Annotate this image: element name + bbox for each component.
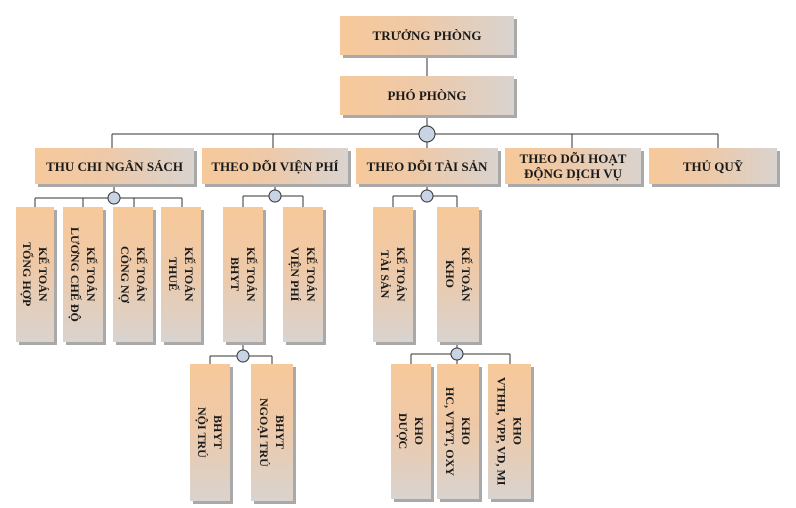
- junction-node: [420, 189, 434, 203]
- kho-vthh-vpp-vd-mi-label: KHO VTHH, VPP, VD, MI: [494, 377, 525, 486]
- junction-node: [450, 347, 464, 361]
- kho-hc-vtyt-oxy-label: KHO HC, VTYT, OXY: [443, 387, 473, 476]
- kho-duoc-box: KHO DƯỢC: [391, 364, 431, 499]
- thu-chi-ngan-sach-label: THU CHI NGÂN SÁCH: [46, 158, 183, 174]
- ke-toan-kho-box: KẾ TOÁN KHO: [437, 207, 479, 342]
- truong-phong-box: TRƯỞNG PHÒNG: [340, 16, 514, 55]
- ke-toan-luong-che-do-label: KẾ TOÁN LƯƠNG CHẾ ĐỘ: [68, 227, 98, 322]
- theo-doi-vien-phi-box: THEO DÕI VIỆN PHÍ: [202, 148, 348, 184]
- truong-phong-label: TRƯỞNG PHÒNG: [372, 28, 482, 43]
- junction-node: [418, 125, 436, 143]
- ke-toan-bhyt-label: KẾ TOÁN BHYT: [228, 247, 258, 302]
- thu-quy-label: THỦ QUỸ: [682, 158, 744, 174]
- bhyt-ngoai-tru-label: BHYT NGOẠI TRÚ: [257, 398, 287, 467]
- pho-phong-box: PHÓ PHÒNG: [340, 76, 514, 115]
- ke-toan-thue-box: KẾ TOÁN THUẾ: [161, 207, 201, 342]
- theo-doi-tai-san-box: THEO DÕI TÀI SẢN: [356, 148, 498, 184]
- ke-toan-thue-label: KẾ TOÁN THUẾ: [166, 247, 196, 302]
- pho-phong-label: PHÓ PHÒNG: [387, 88, 467, 103]
- kho-duoc-label: KHO DƯỢC: [396, 413, 426, 450]
- kho-hc-vtyt-oxy-box: KHO HC, VTYT, OXY: [437, 364, 479, 499]
- ke-toan-vien-phi-box: KẾ TOÁN VIỆN PHÍ: [283, 207, 323, 342]
- junction-node: [268, 189, 282, 203]
- ke-toan-tong-hop-label: KẾ TOÁN TỔNG HỢP: [20, 242, 50, 307]
- ke-toan-vien-phi-label: KẾ TOÁN VIỆN PHÍ: [288, 247, 318, 302]
- ke-toan-tai-san-label: KẾ TOÁN TÀI SẢN: [378, 247, 408, 302]
- theo-doi-tai-san-label: THEO DÕI TÀI SẢN: [366, 158, 488, 174]
- theo-doi-hoat-dong-dich-vu-box: THEO DÕI HOẠT ĐỘNG DỊCH VỤ: [505, 148, 641, 184]
- ke-toan-cong-no-box: KẾ TOÁN CÔNG NỢ: [113, 207, 153, 342]
- ke-toan-cong-no-label: KẾ TOÁN CÔNG NỢ: [118, 246, 148, 303]
- ke-toan-tong-hop-box: KẾ TOÁN TỔNG HỢP: [16, 207, 54, 342]
- ke-toan-bhyt-box: KẾ TOÁN BHYT: [223, 207, 263, 342]
- junction-node: [107, 191, 121, 205]
- bhyt-ngoai-tru-box: BHYT NGOẠI TRÚ: [251, 364, 293, 501]
- kho-vthh-vpp-vd-mi-box: KHO VTHH, VPP, VD, MI: [488, 364, 531, 499]
- ke-toan-tai-san-box: KẾ TOÁN TÀI SẢN: [373, 207, 413, 342]
- ke-toan-luong-che-do-box: KẾ TOÁN LƯƠNG CHẾ ĐỘ: [63, 207, 103, 342]
- thu-quy-box: THỦ QUỸ: [649, 148, 777, 184]
- theo-doi-vien-phi-label: THEO DÕI VIỆN PHÍ: [211, 158, 339, 174]
- junction-node: [236, 349, 250, 363]
- bhyt-noi-tru-box: BHYT NỘI TRÚ: [190, 364, 230, 501]
- thu-chi-ngan-sach-box: THU CHI NGÂN SÁCH: [35, 148, 194, 184]
- bhyt-noi-tru-label: BHYT NỘI TRÚ: [195, 407, 225, 458]
- theo-doi-hoat-dong-dich-vu-label: THEO DÕI HOẠT ĐỘNG DỊCH VỤ: [519, 151, 627, 181]
- ke-toan-kho-label: KẾ TOÁN KHO: [443, 247, 473, 302]
